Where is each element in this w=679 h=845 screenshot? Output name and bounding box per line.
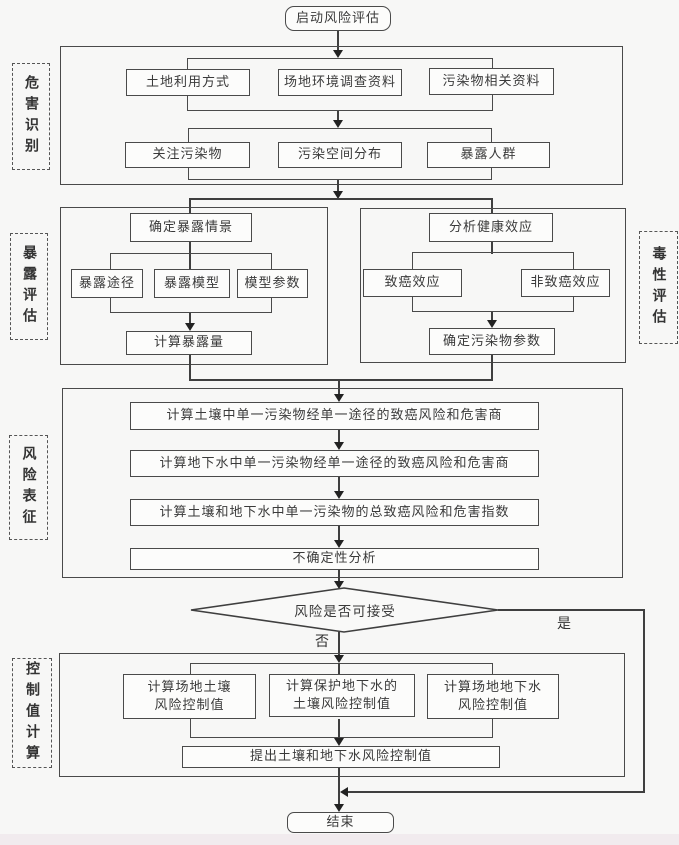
- decision-question: 风险是否可接受: [294, 604, 396, 620]
- risk-section-label: 风险表征: [9, 435, 48, 540]
- node-uncertainty-analysis: 不确定性分析: [130, 548, 539, 570]
- arrow-down-icon: [334, 394, 344, 402]
- toxicity-section: [360, 208, 626, 363]
- node-text-line: 计算场地地下水: [443, 679, 542, 695]
- start-node: 启动风险评估: [285, 6, 391, 31]
- node-exposure-scenario: 确定暴露情景: [130, 213, 252, 242]
- connector-line: [338, 719, 340, 740]
- node-text-line: 风险控制值: [154, 697, 225, 713]
- connector-line: [189, 198, 191, 213]
- connector-line: [189, 242, 191, 269]
- connector-line: [337, 31, 339, 51]
- hazard-section: [60, 46, 623, 185]
- connector-line: [338, 430, 340, 443]
- node-text-line: 计算场地土壤: [147, 679, 232, 695]
- node-total-risk: 计算土壤和地下水中单一污染物的总致癌风险和危害指数: [130, 499, 539, 526]
- arrow-down-icon: [333, 191, 343, 199]
- node-pollutant-parameters: 确定污染物参数: [429, 328, 555, 355]
- arrow-down-icon: [334, 491, 344, 499]
- exposure-section-label: 暴露评估: [10, 233, 48, 340]
- connector-line: [189, 355, 191, 381]
- connector-line: [337, 111, 339, 122]
- node-groundwater-single-risk: 计算地下水中单一污染物经单一途径的致癌风险和危害商: [130, 450, 539, 477]
- arrow-down-icon: [334, 442, 344, 450]
- yes-line: [498, 609, 645, 611]
- yes-line: [346, 791, 645, 793]
- connector-line: [338, 526, 340, 541]
- connector-line: [491, 242, 493, 254]
- end-node: 结束: [287, 812, 394, 833]
- node-land-use: 土地利用方式: [126, 69, 250, 96]
- merge-line: [189, 379, 493, 381]
- toxicity-section-label: 毒性评估: [639, 231, 678, 344]
- node-noncarcinogenic-effect: 非致癌效应: [521, 269, 610, 297]
- connector-line: [338, 632, 340, 657]
- node-text-line: 计算保护地下水的: [285, 678, 398, 694]
- node-carcinogenic-effect: 致癌效应: [363, 269, 462, 297]
- node-model-parameters: 模型参数: [237, 269, 308, 298]
- control-section-label: 控制值计算: [12, 658, 52, 768]
- node-exposed-population: 暴露人群: [427, 142, 550, 168]
- node-contaminants-of-concern: 关注污染物: [125, 142, 250, 168]
- connector-line: [338, 768, 340, 805]
- node-text-line: 土壤风险控制值: [292, 696, 391, 712]
- yes-line: [643, 609, 645, 793]
- arrow-down-icon: [333, 50, 343, 58]
- node-protect-groundwater-soil-control-value: 计算保护地下水的 土壤风险控制值: [269, 674, 415, 717]
- arrow-down-icon: [334, 655, 344, 663]
- exposure-section: [60, 207, 328, 365]
- node-propose-control-values: 提出土壤和地下水风险控制值: [182, 746, 500, 768]
- arrow-down-icon: [334, 804, 344, 812]
- connector-line: [337, 180, 339, 193]
- node-exposure-pathway: 暴露途径: [71, 269, 143, 298]
- arrow-down-icon: [334, 581, 344, 589]
- node-pollution-distribution: 污染空间分布: [278, 142, 402, 168]
- decision-diamond: [190, 587, 499, 633]
- connector-line: [338, 663, 340, 674]
- node-calculate-exposure: 计算暴露量: [126, 331, 252, 355]
- split-line: [189, 198, 492, 200]
- node-site-soil-control-value: 计算场地土壤 风险控制值: [123, 674, 256, 719]
- node-soil-single-risk: 计算土壤中单一污染物经单一途径的致癌风险和危害商: [130, 402, 539, 430]
- connector-line: [338, 570, 340, 582]
- connector-line: [491, 312, 493, 322]
- risk-section: [62, 388, 623, 578]
- branch-no-label: 否: [315, 634, 330, 650]
- node-pollutant-data: 污染物相关资料: [429, 68, 554, 95]
- node-health-effects: 分析健康效应: [429, 213, 553, 242]
- node-exposure-model: 暴露模型: [154, 269, 230, 298]
- connector-line: [491, 355, 493, 381]
- hazard-section-label: 危害识别: [12, 63, 50, 170]
- connector-line: [338, 379, 340, 395]
- node-site-survey-data: 场地环境调查资料: [278, 69, 402, 96]
- arrow-down-icon: [333, 120, 343, 128]
- node-text-line: 风险控制值: [457, 697, 528, 713]
- node-site-groundwater-control-value: 计算场地地下水 风险控制值: [427, 674, 559, 719]
- arrow-down-icon: [487, 320, 497, 328]
- connector-line: [491, 198, 493, 213]
- control-section: [59, 653, 625, 777]
- arrow-down-icon: [334, 540, 344, 548]
- connector-line: [189, 313, 191, 324]
- arrow-down-icon: [185, 323, 195, 331]
- connector-line: [338, 477, 340, 492]
- arrow-down-icon: [334, 738, 344, 746]
- arrow-left-icon: [340, 787, 348, 797]
- branch-yes-label: 是: [557, 616, 572, 632]
- bottom-strip: [0, 834, 679, 845]
